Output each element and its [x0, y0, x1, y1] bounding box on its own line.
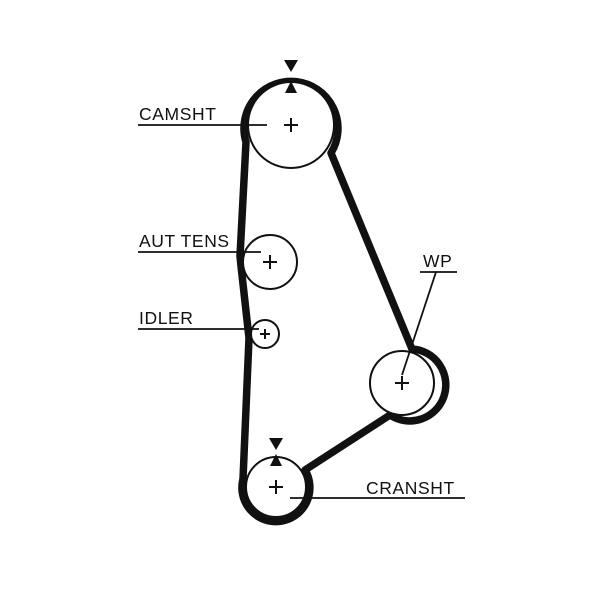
crankshaft-timing-mark-down-icon — [269, 438, 283, 450]
crankshaft-center-cross-icon — [269, 480, 283, 494]
camshaft-callout: CAMSHT — [138, 104, 267, 126]
crankshaft-label: CRANSHT — [366, 478, 455, 498]
water-pump-center-cross-icon — [395, 376, 409, 390]
tensioner-center-cross-icon — [263, 255, 277, 269]
tensioner-label: AUT TENS — [139, 231, 230, 251]
crankshaft-timing-mark-up-icon — [270, 454, 282, 466]
water-pump-label: WP — [423, 251, 452, 271]
idler-pulley — [250, 319, 280, 349]
camshaft-pulley — [247, 60, 335, 169]
camshaft-label: CAMSHT — [139, 104, 217, 124]
crankshaft-pulley — [245, 438, 307, 518]
camshaft-timing-mark-up-icon — [285, 81, 297, 93]
tensioner-pulley — [242, 234, 298, 290]
water-pump-callout: WP — [401, 251, 457, 376]
water-pump-pulley — [369, 350, 435, 416]
idler-center-cross-icon — [260, 329, 270, 339]
idler-callout: IDLER — [138, 308, 259, 330]
idler-label: IDLER — [139, 308, 194, 328]
camshaft-center-cross-icon — [284, 118, 298, 132]
water-pump-leader-line — [401, 271, 437, 376]
crankshaft-callout: CRANSHT — [290, 478, 465, 499]
tensioner-callout: AUT TENS — [138, 231, 261, 253]
camshaft-timing-mark-down-icon — [284, 60, 298, 72]
